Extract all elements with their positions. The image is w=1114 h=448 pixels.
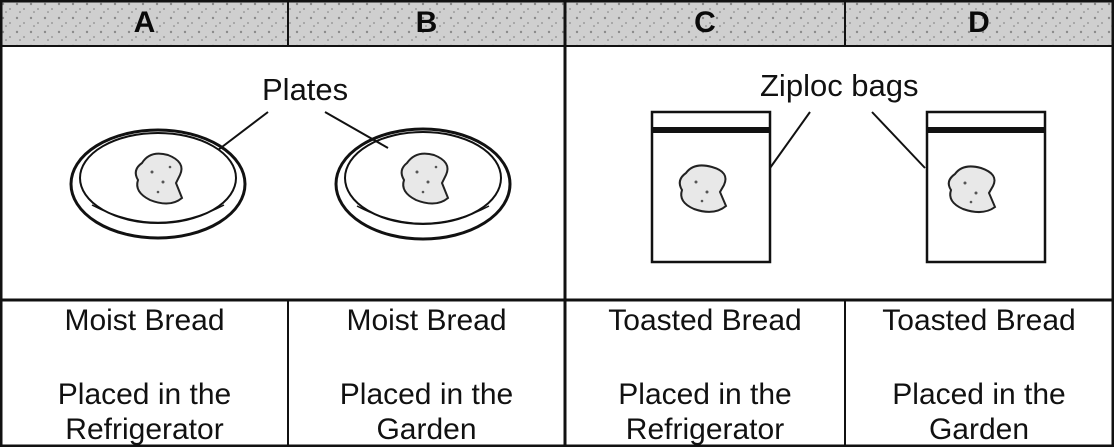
bread-slice-icon bbox=[949, 166, 995, 212]
ziploc-bags-label: Ziploc bags bbox=[760, 68, 919, 104]
plates-label: Plates bbox=[262, 72, 348, 108]
location: Refrigerator bbox=[565, 413, 845, 448]
location: Garden bbox=[288, 413, 565, 448]
placement-line: Placed in the bbox=[1, 378, 288, 413]
bread-type: Moist Bread bbox=[1, 304, 288, 339]
placement-line: Placed in the bbox=[288, 378, 565, 413]
location: Refrigerator bbox=[1, 413, 288, 448]
bread-type: Toasted Bread bbox=[845, 304, 1113, 339]
bread-slice-icon bbox=[402, 154, 448, 204]
column-header-a: A bbox=[1, 0, 288, 46]
column-header-b: B bbox=[288, 0, 565, 46]
condition-cell-a: Moist Bread Placed in the Refrigerator bbox=[1, 300, 288, 447]
location: Garden bbox=[845, 413, 1113, 448]
placement-line: Placed in the bbox=[565, 378, 845, 413]
column-header-d: D bbox=[845, 0, 1113, 46]
condition-cell-d: Toasted Bread Placed in the Garden bbox=[845, 300, 1113, 447]
bread-slice-icon bbox=[680, 165, 726, 211]
bread-type: Toasted Bread bbox=[565, 304, 845, 339]
bread-type: Moist Bread bbox=[288, 304, 565, 339]
placement-line: Placed in the bbox=[845, 378, 1113, 413]
bread-slice-icon bbox=[136, 154, 182, 204]
ziploc-pointer-lines bbox=[770, 112, 925, 168]
column-header-c: C bbox=[565, 0, 845, 46]
condition-cell-c: Toasted Bread Placed in the Refrigerator bbox=[565, 300, 845, 447]
condition-cell-b: Moist Bread Placed in the Garden bbox=[288, 300, 565, 447]
